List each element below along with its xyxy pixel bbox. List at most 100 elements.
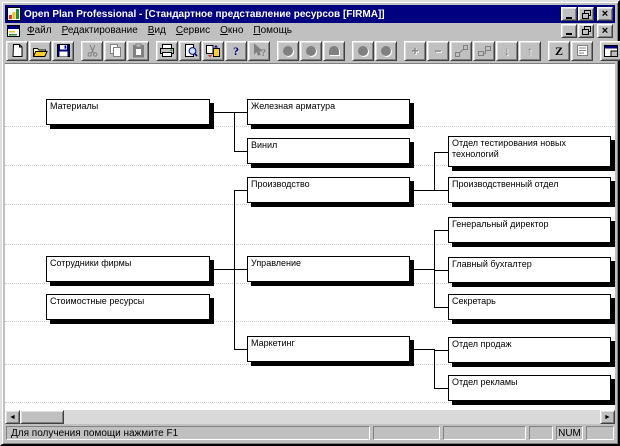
question-mark-icon: ? bbox=[233, 43, 239, 58]
resource-node-marketing[interactable]: Маркетинг bbox=[247, 336, 410, 362]
resource-node-secretary[interactable]: Секретарь bbox=[448, 294, 611, 320]
close-button[interactable]: × bbox=[597, 7, 613, 21]
connector-line bbox=[434, 230, 448, 231]
resource-node-testdept[interactable]: Отдел тестирования новых технологий bbox=[448, 136, 611, 167]
resource-node-accountant[interactable]: Главный бухгалтер bbox=[448, 257, 611, 283]
toolbar-group bbox=[600, 40, 620, 61]
save-file-button[interactable] bbox=[52, 40, 74, 61]
menu-item-window[interactable]: Окно bbox=[220, 25, 244, 36]
resource-node-label: Отдел продаж bbox=[452, 339, 512, 349]
resource-node-label: Сотрудники фирмы bbox=[50, 258, 132, 268]
menu-item-edit[interactable]: Редактирование bbox=[61, 25, 138, 36]
scrollbar-track[interactable] bbox=[64, 410, 600, 424]
remove-node-button[interactable]: − bbox=[427, 40, 449, 61]
help-button[interactable]: ? bbox=[225, 40, 247, 61]
shape-dome-button[interactable] bbox=[323, 40, 345, 61]
scroll-right-button[interactable]: ► bbox=[600, 410, 615, 424]
print-preview-button[interactable] bbox=[179, 40, 201, 61]
print-button[interactable] bbox=[156, 40, 178, 61]
notes-view-button[interactable] bbox=[571, 40, 593, 61]
row-guide-line bbox=[5, 244, 615, 245]
scrollbar-thumb[interactable] bbox=[20, 410, 64, 424]
cut-button[interactable] bbox=[81, 40, 103, 61]
resource-node-vinyl[interactable]: Винил bbox=[247, 138, 410, 164]
status-panel bbox=[373, 426, 440, 440]
connector-line bbox=[434, 190, 448, 191]
minimize-button[interactable] bbox=[561, 7, 577, 21]
new-document-button[interactable] bbox=[6, 40, 28, 61]
menu-item-service[interactable]: Сервис bbox=[175, 25, 211, 36]
resource-node-sales[interactable]: Отдел продаж bbox=[448, 337, 611, 363]
status-bar: Для получения помощи нажмите F1 NUM bbox=[5, 424, 615, 441]
open-file-button[interactable] bbox=[29, 40, 51, 61]
connector-line bbox=[434, 349, 435, 389]
child-minimize-button[interactable] bbox=[561, 23, 577, 38]
paste-button[interactable] bbox=[127, 40, 149, 61]
resource-node-cost[interactable]: Стоимостные ресурсы bbox=[46, 294, 210, 320]
restore-button[interactable] bbox=[578, 7, 594, 21]
move-up-button[interactable]: ↑ bbox=[519, 40, 541, 61]
resource-node-label: Главный бухгалтер bbox=[452, 259, 532, 269]
circle-icon bbox=[283, 45, 293, 56]
resource-node-label: Отдел рекламы bbox=[452, 377, 518, 387]
scissors-icon bbox=[85, 43, 100, 58]
resource-node-label: Материалы bbox=[50, 101, 99, 111]
menu-item-file[interactable]: Файл bbox=[27, 25, 52, 36]
child-restore-button[interactable] bbox=[578, 23, 594, 38]
connector-line bbox=[434, 152, 435, 191]
connector-line bbox=[434, 270, 448, 271]
arrow-down-icon: ↓ bbox=[504, 43, 510, 58]
step-link-icon bbox=[477, 43, 492, 58]
document-icon[interactable] bbox=[7, 24, 20, 37]
title-window-controls: × bbox=[561, 7, 613, 21]
context-help-button[interactable]: ? bbox=[248, 40, 270, 61]
menu-item-view[interactable]: Вид bbox=[147, 25, 166, 36]
horizontal-scrollbar: ◄ ► bbox=[5, 410, 615, 424]
svg-text:?: ? bbox=[261, 48, 266, 58]
plus-icon: + bbox=[411, 43, 419, 58]
menu-items: Файл Редактирование Вид Сервис Окно Помощь bbox=[22, 25, 559, 36]
zigzag-view-button[interactable]: Z bbox=[548, 40, 570, 61]
connector-line bbox=[414, 349, 435, 350]
link-step-button[interactable] bbox=[473, 40, 495, 61]
resource-node-label: Стоимостные ресурсы bbox=[50, 296, 145, 306]
page-magnifier-icon bbox=[183, 43, 198, 58]
app-icon[interactable] bbox=[7, 7, 21, 21]
resource-node-proddept[interactable]: Производственный отдел bbox=[448, 177, 611, 203]
circle-icon bbox=[358, 45, 368, 56]
resource-node-adv[interactable]: Отдел рекламы bbox=[448, 375, 611, 401]
shape-circle-3-button[interactable] bbox=[352, 40, 374, 61]
copy-pages-icon bbox=[108, 43, 123, 58]
child-close-button[interactable]: × bbox=[597, 23, 613, 38]
connector-line bbox=[234, 190, 235, 350]
resource-node-director[interactable]: Генеральный директор bbox=[448, 217, 611, 243]
link-dots-button[interactable] bbox=[450, 40, 472, 61]
connector-line bbox=[434, 307, 448, 308]
resource-node-iron[interactable]: Железная арматура bbox=[247, 99, 410, 125]
minimize-icon bbox=[566, 33, 572, 35]
resource-node-production[interactable]: Производство bbox=[247, 177, 410, 203]
resource-node-employees[interactable]: Сотрудники фирмы bbox=[46, 256, 210, 282]
shape-circle-4-button[interactable] bbox=[375, 40, 397, 61]
resource-node-management[interactable]: Управление bbox=[247, 256, 410, 282]
add-node-button[interactable]: + bbox=[404, 40, 426, 61]
menu-item-help[interactable]: Помощь bbox=[253, 25, 293, 36]
menu-bar: Файл Редактирование Вид Сервис Окно Помощь × bbox=[5, 23, 615, 38]
toolbar-group bbox=[81, 40, 149, 61]
circle-icon bbox=[381, 45, 391, 56]
restore-icon bbox=[581, 26, 591, 35]
move-down-button[interactable]: ↓ bbox=[496, 40, 518, 61]
child-window-controls: × bbox=[561, 23, 613, 38]
row-guide-line bbox=[5, 204, 615, 205]
copy-button[interactable] bbox=[104, 40, 126, 61]
shape-circle-1-button[interactable] bbox=[277, 40, 299, 61]
data-exchange-button[interactable] bbox=[202, 40, 224, 61]
connector-line bbox=[214, 112, 235, 113]
scroll-left-button[interactable]: ◄ bbox=[5, 410, 20, 424]
shape-circle-2-button[interactable] bbox=[300, 40, 322, 61]
window-split-button[interactable] bbox=[600, 40, 620, 61]
resource-node-materials[interactable]: Материалы bbox=[46, 99, 210, 125]
toolbar-group bbox=[6, 40, 74, 61]
toolbar-group: ?? bbox=[156, 40, 270, 61]
num-lock-indicator: NUM bbox=[556, 426, 583, 440]
